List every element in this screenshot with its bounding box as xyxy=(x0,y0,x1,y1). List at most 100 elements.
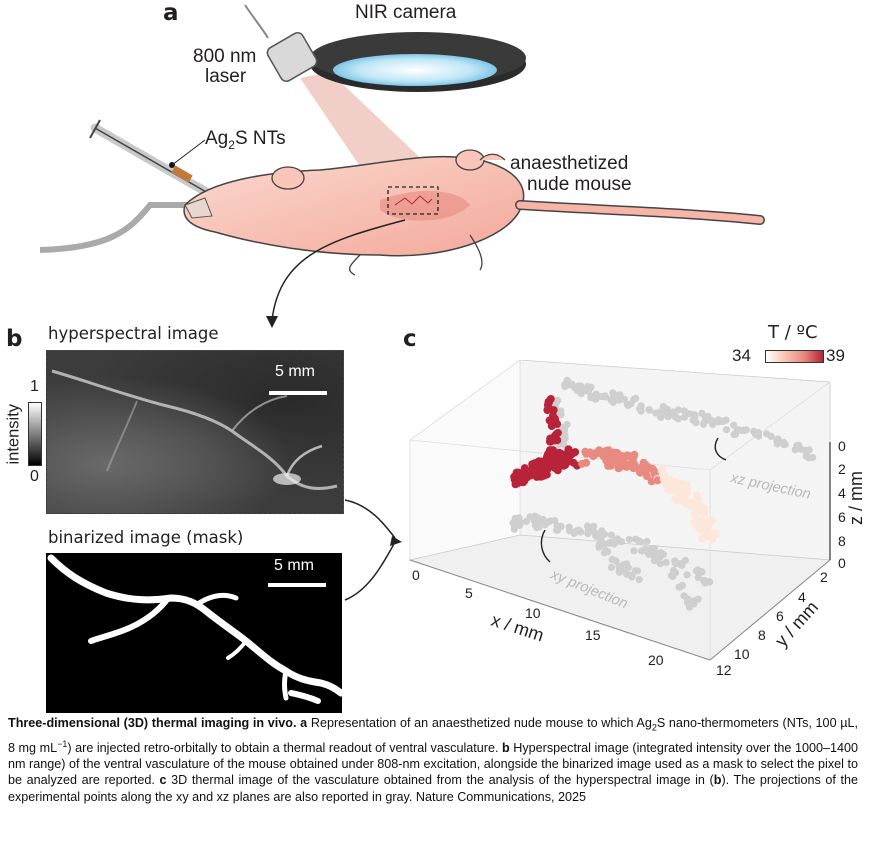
scatter-point xyxy=(684,595,692,603)
y-tick: 12 xyxy=(716,662,732,678)
scatter-point xyxy=(565,523,573,531)
z-tick: 2 xyxy=(838,461,846,477)
xy-pointer xyxy=(540,529,551,563)
colorbar-max: 39 xyxy=(826,346,845,365)
intensity-label: intensity xyxy=(4,403,23,465)
scatter-point xyxy=(630,547,638,555)
scatter-point xyxy=(676,560,684,568)
scatter-point xyxy=(582,449,591,458)
caption-b-text: Hyperspectral image (integrated intensit… xyxy=(8,740,859,788)
intensity-min: 0 xyxy=(30,468,39,485)
scatter-point xyxy=(755,432,763,440)
y-axis-ticks: 2 4 6 8 10 12 xyxy=(716,569,828,678)
scatter-point xyxy=(623,570,631,578)
scatter-point xyxy=(600,549,609,557)
scatter-point xyxy=(645,406,653,414)
scatter-point xyxy=(683,484,692,493)
scatter-point xyxy=(509,519,517,527)
mouse-label-line2: nude mouse xyxy=(527,174,632,195)
caption-b-letter: b xyxy=(502,740,510,755)
scatter-point xyxy=(607,563,615,571)
scatter-point xyxy=(685,603,694,611)
scatter-point xyxy=(607,461,615,470)
scale-bar-label-bottom: 5 mm xyxy=(274,557,314,574)
scatter-point xyxy=(698,409,706,417)
scatter-point xyxy=(670,482,678,491)
scatter-point xyxy=(767,432,775,440)
y-tick: 6 xyxy=(776,608,784,624)
arrows-b-to-c xyxy=(344,499,402,601)
scatter-point xyxy=(595,446,604,455)
scatter-point xyxy=(690,597,698,605)
panel-a-illustration xyxy=(39,4,765,328)
figure-caption: Three-dimensional (3D) thermal imaging i… xyxy=(8,716,859,804)
scatter-point xyxy=(699,519,708,528)
x-axis-ticks: 0 5 10 15 20 xyxy=(412,567,664,668)
scatter-point xyxy=(683,571,691,579)
scatter-point xyxy=(805,446,813,454)
mouse-icon xyxy=(183,149,765,276)
y-tick: 8 xyxy=(758,627,766,643)
thermal-3d-plot: xz projection xy projection 0 5 10 15 20… xyxy=(408,360,866,678)
scatter-point xyxy=(601,540,609,548)
caption-a-letter: a xyxy=(300,716,308,730)
scatter-point xyxy=(722,416,730,424)
scatter-point xyxy=(561,435,569,443)
scatter-point xyxy=(548,416,557,425)
nir-camera-label: NIR camera xyxy=(355,2,457,23)
caption-c-text: 3D thermal image of the vasculature obta… xyxy=(171,773,714,788)
laser-label-line1: 800 nm xyxy=(193,46,257,67)
scatter-point xyxy=(671,412,679,420)
scatter-point xyxy=(700,577,708,585)
scatter-point xyxy=(625,535,633,544)
scatter-point xyxy=(554,526,562,534)
scatter-point xyxy=(572,527,580,535)
scatter-point xyxy=(681,556,689,564)
scatter-point xyxy=(714,416,723,424)
scatter-point xyxy=(657,549,665,557)
scatter-point xyxy=(588,524,597,532)
scatter-point xyxy=(588,451,597,459)
scatter-point xyxy=(564,445,573,454)
z-axis-title: z / mm xyxy=(846,471,866,525)
y-tick: 2 xyxy=(820,569,828,585)
scatter-point xyxy=(554,396,562,404)
scatter-point xyxy=(643,462,652,471)
scatter-point xyxy=(649,466,658,475)
scatter-point xyxy=(551,517,559,525)
scatter-point xyxy=(692,567,700,575)
scatter-point xyxy=(556,453,565,462)
scatter-point xyxy=(656,560,664,568)
scatter-point xyxy=(780,438,788,446)
scatter-point xyxy=(636,538,645,546)
scatter-point xyxy=(617,538,626,546)
scatter-point xyxy=(706,416,714,424)
scatter-point xyxy=(545,437,554,446)
scatter-point xyxy=(557,407,565,415)
scatter-point xyxy=(515,473,523,482)
binarized-title: binarized image (mask) xyxy=(48,528,244,547)
scatter-point xyxy=(627,400,635,408)
scatter-point xyxy=(742,426,750,434)
anesthesia-tube xyxy=(39,202,190,253)
y-tick: 4 xyxy=(798,589,806,605)
scatter-point xyxy=(658,464,667,473)
x-tick: 15 xyxy=(585,627,601,643)
z-tick: 8 xyxy=(838,533,846,549)
hyperspectral-title: hyperspectral image xyxy=(48,324,219,343)
scatter-point xyxy=(635,576,643,584)
scatter-point xyxy=(632,394,640,402)
xz-pointer xyxy=(714,437,727,461)
scatter-point xyxy=(549,406,558,415)
plot-box xyxy=(408,360,832,661)
scatter-point xyxy=(607,531,615,539)
scatter-point xyxy=(689,416,697,424)
scatter-point xyxy=(595,530,603,538)
scatter-point xyxy=(546,395,555,403)
scatter-point xyxy=(521,472,530,481)
scatter-point xyxy=(592,395,600,403)
y-tick: 10 xyxy=(734,646,750,662)
laser-icon xyxy=(244,4,318,83)
laser-label-line2: laser xyxy=(205,66,247,87)
scatter-point xyxy=(613,449,622,457)
